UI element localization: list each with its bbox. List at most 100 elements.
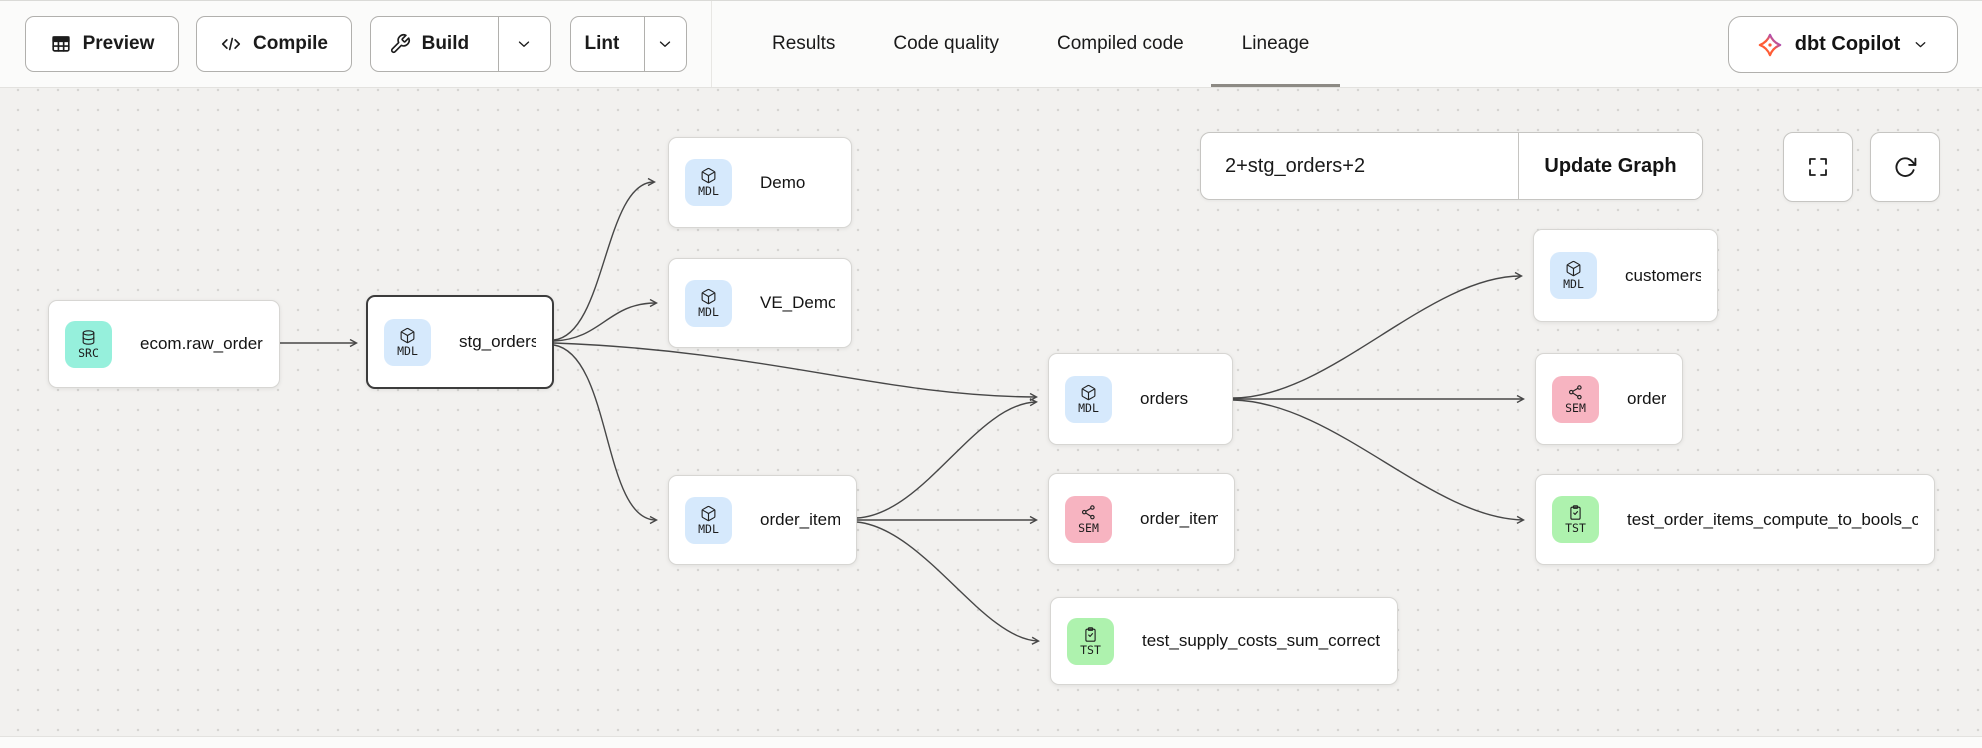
semantic-graph-icon (1568, 385, 1582, 400)
lint-button[interactable]: Lint (571, 17, 633, 71)
build-split-button: Build (370, 16, 551, 72)
preview-button-label: Preview (82, 33, 155, 54)
clipboard-check-icon (1085, 626, 1096, 642)
lint-split-button: Lint (570, 16, 687, 72)
tab-label: Results (772, 33, 836, 54)
lineage-selector-input[interactable] (1201, 133, 1518, 199)
lineage-node-test-supply-costs[interactable]: TST test_supply_costs_sum_correctly (1050, 597, 1398, 685)
cube-icon (1081, 384, 1096, 400)
lineage-node-order-items[interactable]: MDL order_items (668, 475, 857, 565)
lineage-node-test-order-items[interactable]: TST test_order_items_compute_to_bools_c.… (1535, 474, 1935, 565)
test-type-badge: TST (1067, 617, 1114, 665)
node-type-code: SRC (78, 345, 99, 360)
node-type-code: MDL (397, 343, 418, 358)
lineage-selector-group: Update Graph (1200, 132, 1703, 200)
edge-order-items-to-test-supply-costs (856, 521, 1040, 645)
table-icon (51, 36, 70, 52)
lineage-node-demo[interactable]: MDL Demo (668, 137, 852, 228)
refresh-graph-button[interactable] (1870, 132, 1940, 202)
node-type-code: MDL (698, 184, 719, 199)
cube-icon (701, 288, 716, 304)
node-type-code: TST (1565, 521, 1586, 536)
build-button[interactable]: Build (371, 17, 487, 71)
node-type-code: MDL (698, 304, 719, 319)
node-type-code: MDL (698, 521, 719, 536)
tab-label: Lineage (1241, 33, 1310, 54)
node-type-code: TST (1080, 642, 1101, 657)
panel-header: Preview Compile Build (0, 0, 1982, 88)
model-type-badge: MDL (685, 279, 732, 327)
model-type-badge: MDL (685, 496, 732, 544)
lineage-node-orders-model[interactable]: MDL orders (1048, 353, 1233, 445)
semantic-type-badge: SEM (1552, 375, 1599, 423)
chevron-down-icon (660, 41, 671, 47)
tab-results[interactable]: Results (772, 1, 835, 87)
node-type-code: MDL (1078, 400, 1099, 415)
node-label: order_item (1140, 509, 1218, 528)
edge-stg-orders-to-ve-demo (553, 298, 658, 342)
lineage-canvas[interactable]: SRC ecom.raw_orders MDL stg_orders (0, 88, 1982, 736)
test-type-badge: TST (1552, 496, 1599, 543)
lineage-node-order-item[interactable]: SEM order_item (1048, 473, 1235, 565)
model-type-badge: MDL (685, 159, 732, 206)
build-dropdown-toggle[interactable] (497, 17, 550, 71)
lineage-node-stg-orders[interactable]: MDL stg_orders (366, 295, 554, 389)
clipboard-check-icon (1570, 505, 1581, 521)
node-label: test_supply_costs_sum_correctly (1142, 631, 1381, 650)
fullscreen-button[interactable] (1783, 132, 1853, 202)
semantic-graph-icon (1081, 505, 1095, 520)
compile-button-label: Compile (253, 33, 328, 54)
chevron-down-icon (519, 41, 530, 47)
node-label: stg_orders (459, 332, 536, 351)
wrench-icon (390, 34, 410, 54)
chevron-down-icon (1915, 42, 1926, 48)
cube-icon (701, 505, 716, 521)
node-label: orders (1627, 389, 1666, 408)
refresh-icon (1895, 156, 1916, 177)
dbt-copilot-button[interactable]: dbt Copilot (1728, 16, 1958, 73)
edge-order-items-to-orders (856, 398, 1038, 519)
copilot-button-label: dbt Copilot (1794, 33, 1901, 55)
cube-icon (701, 168, 716, 184)
lineage-node-customers[interactable]: MDL customers (1533, 229, 1718, 322)
edge-stg-orders-to-orders (553, 342, 1038, 402)
node-label: VE_Demo (760, 293, 835, 312)
build-button-label: Build (421, 33, 470, 54)
lineage-node-orders-semantic[interactable]: SEM orders (1535, 353, 1683, 445)
edge-stg-orders-to-demo (553, 177, 656, 341)
tab-code-quality[interactable]: Code quality (893, 1, 999, 87)
node-type-code: SEM (1565, 400, 1586, 415)
node-label: test_order_items_compute_to_bools_c... (1627, 509, 1918, 529)
tab-label: Compiled code (1056, 33, 1184, 54)
compile-button[interactable]: Compile (196, 16, 352, 72)
code-icon (221, 37, 241, 51)
header-divider (711, 1, 712, 87)
lineage-node-ecom-raw-orders[interactable]: SRC ecom.raw_orders (48, 300, 280, 388)
model-type-badge: MDL (1065, 375, 1112, 423)
lint-dropdown-toggle[interactable] (643, 17, 686, 71)
result-tabs: Results Code quality Compiled code Linea… (772, 1, 1340, 87)
node-type-code: MDL (1563, 277, 1584, 292)
node-label: orders (1140, 389, 1189, 408)
database-icon (82, 329, 95, 345)
node-label: customers (1625, 265, 1701, 285)
preview-button[interactable]: Preview (25, 16, 179, 72)
cube-icon (1566, 261, 1581, 277)
fullscreen-icon (1809, 158, 1827, 176)
source-type-badge: SRC (65, 320, 112, 368)
edge-orders-to-test-order-items (1232, 399, 1525, 524)
node-label: ecom.raw_orders (140, 334, 263, 353)
node-label: order_items (760, 510, 840, 529)
update-graph-button[interactable]: Update Graph (1518, 133, 1702, 199)
dbt-copilot-logo-icon (1758, 33, 1782, 56)
lineage-node-ve-demo[interactable]: MDL VE_Demo (668, 258, 852, 348)
node-type-code: SEM (1078, 520, 1099, 535)
tab-lineage[interactable]: Lineage (1210, 1, 1340, 87)
edge-orders-to-customers (1232, 271, 1523, 399)
canvas-bottom-strip (0, 736, 1982, 748)
edge-stg-orders-to-order-items (553, 344, 658, 525)
model-type-badge: MDL (1550, 252, 1597, 299)
semantic-type-badge: SEM (1065, 495, 1112, 543)
tab-compiled-code[interactable]: Compiled code (1057, 1, 1184, 87)
